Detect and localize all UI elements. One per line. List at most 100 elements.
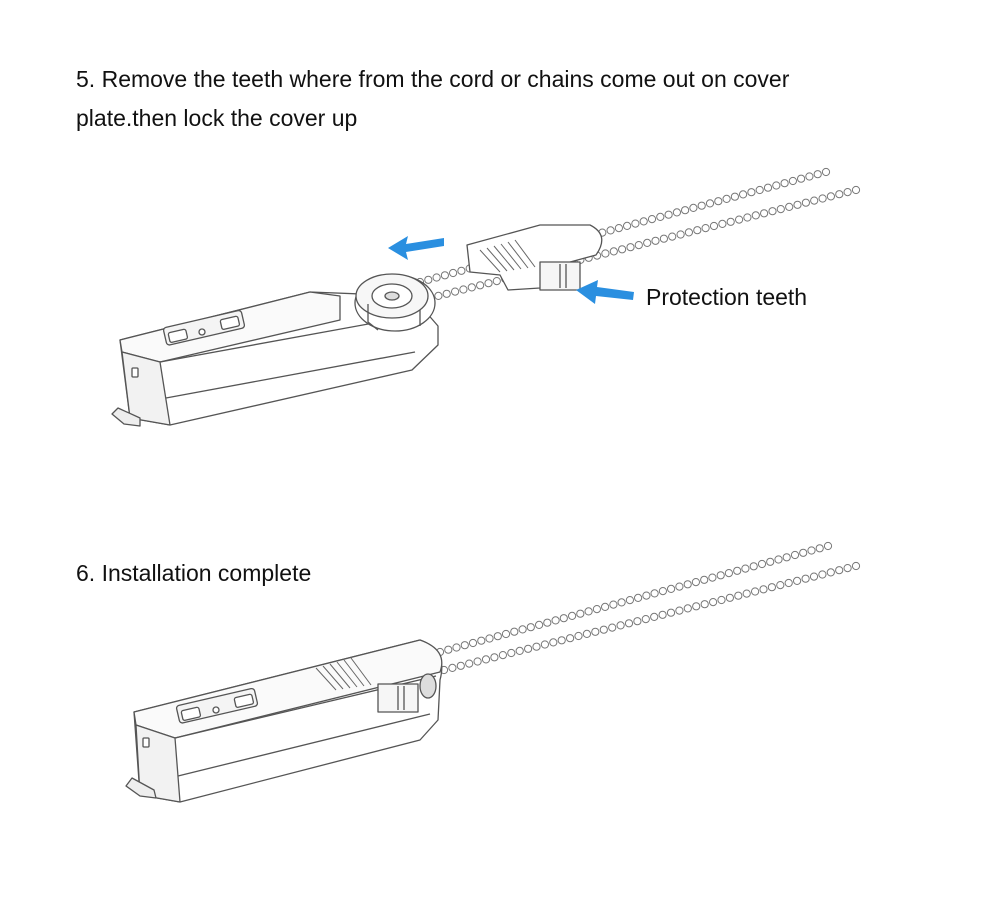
chain-bead — [543, 618, 552, 627]
chain-bead — [656, 212, 665, 221]
chain-bead — [614, 224, 624, 233]
chain-bead — [557, 636, 566, 645]
chain-bead — [767, 583, 777, 592]
chain-bead — [813, 170, 822, 179]
chain-bead — [809, 572, 819, 581]
chain-bead — [782, 553, 791, 562]
chain-bead — [843, 188, 852, 197]
chain-bead — [851, 185, 861, 195]
chain-bead — [708, 573, 717, 582]
chain-bead — [442, 289, 451, 298]
chain-bead — [625, 596, 635, 605]
chain-bead — [456, 661, 465, 670]
chain-bead — [633, 617, 642, 626]
chain-bead — [473, 657, 482, 666]
chain-bead — [810, 196, 819, 205]
chain-bead — [722, 194, 731, 203]
chain-bead — [741, 564, 750, 573]
chain-bead — [492, 277, 501, 286]
chain-bead — [609, 600, 618, 609]
chain-bead — [818, 194, 827, 203]
step-6-text: Installation complete — [101, 560, 312, 586]
motor-device-illustration — [111, 224, 603, 427]
chain-bead — [664, 210, 673, 219]
chain-bead — [618, 245, 627, 254]
step-5-number: 5. — [76, 66, 96, 92]
chain-bead — [689, 203, 698, 212]
chain-bead — [691, 578, 701, 587]
chain-bead — [675, 582, 684, 591]
left-arrow-icon — [388, 236, 444, 260]
step-6-illustration — [125, 541, 861, 803]
chain-bead — [784, 578, 793, 588]
chain-bead — [797, 174, 806, 183]
chain-bead — [510, 627, 519, 636]
chain-bead — [601, 249, 610, 258]
chain-bead — [549, 638, 558, 647]
chain-bead — [476, 281, 485, 290]
chain-bead — [650, 589, 659, 598]
chain-bead — [631, 219, 640, 228]
chain-bead — [835, 190, 844, 199]
chain-bead — [440, 271, 449, 280]
chain-bead — [815, 544, 824, 553]
step-6-instruction: 6. Installation complete — [76, 554, 311, 593]
chain-bead — [617, 598, 626, 607]
chain-bead — [700, 575, 709, 584]
chain-bead — [481, 655, 491, 664]
chain-bead — [675, 606, 684, 615]
chain-bead — [734, 591, 743, 600]
chain-bead — [623, 221, 632, 230]
chain-bead — [639, 217, 648, 226]
chain-bead — [498, 651, 507, 660]
chain-bead — [576, 609, 585, 618]
chain-bead — [826, 192, 836, 201]
chain-bead — [490, 653, 499, 662]
chain-bead — [624, 619, 634, 628]
chain-bead — [776, 205, 785, 214]
chain-bead — [643, 238, 652, 247]
chain-bead — [818, 570, 827, 579]
chain-bead — [709, 221, 719, 231]
chain-bead — [658, 610, 667, 619]
chain-bead — [658, 587, 668, 596]
step-6-number: 6. — [76, 560, 96, 586]
chain-bead — [714, 197, 723, 206]
chain-bead — [434, 291, 443, 300]
chain-bead — [650, 612, 659, 622]
chain-bead — [448, 663, 457, 673]
chain-bead — [681, 206, 690, 215]
chain-bead — [591, 627, 600, 636]
bead-chain-illustration — [415, 167, 861, 303]
chain-bead — [518, 625, 527, 634]
chain-bead — [768, 207, 777, 216]
chain-bead — [730, 192, 740, 201]
chain-bead — [485, 634, 494, 643]
chain-bead — [805, 172, 814, 181]
chain-bead — [807, 546, 816, 555]
chain-bead — [582, 629, 592, 639]
chain-bead — [751, 587, 760, 596]
chain-bead — [642, 591, 651, 600]
step-5-instruction: 5. Remove the teeth where from the cord … — [76, 60, 896, 138]
chain-bead — [459, 285, 468, 294]
chain-bead — [724, 569, 734, 578]
chain-bead — [432, 273, 441, 282]
chain-bead — [835, 566, 844, 575]
chain-bead — [467, 283, 476, 292]
chain-bead — [693, 226, 702, 235]
chain-bead — [592, 605, 602, 614]
chain-bead — [444, 645, 453, 654]
chain-bead — [683, 604, 692, 613]
chain-bead — [666, 608, 676, 617]
chain-bead — [776, 581, 785, 590]
chain-bead — [584, 607, 593, 616]
chain-bead — [634, 593, 643, 603]
chain-bead — [609, 247, 618, 256]
chain-bead — [659, 234, 669, 243]
chain-bead — [641, 615, 650, 624]
chain-bead — [780, 179, 789, 188]
chain-bead — [772, 181, 781, 190]
chain-bead — [524, 644, 533, 653]
motor-device-illustration — [125, 639, 443, 803]
